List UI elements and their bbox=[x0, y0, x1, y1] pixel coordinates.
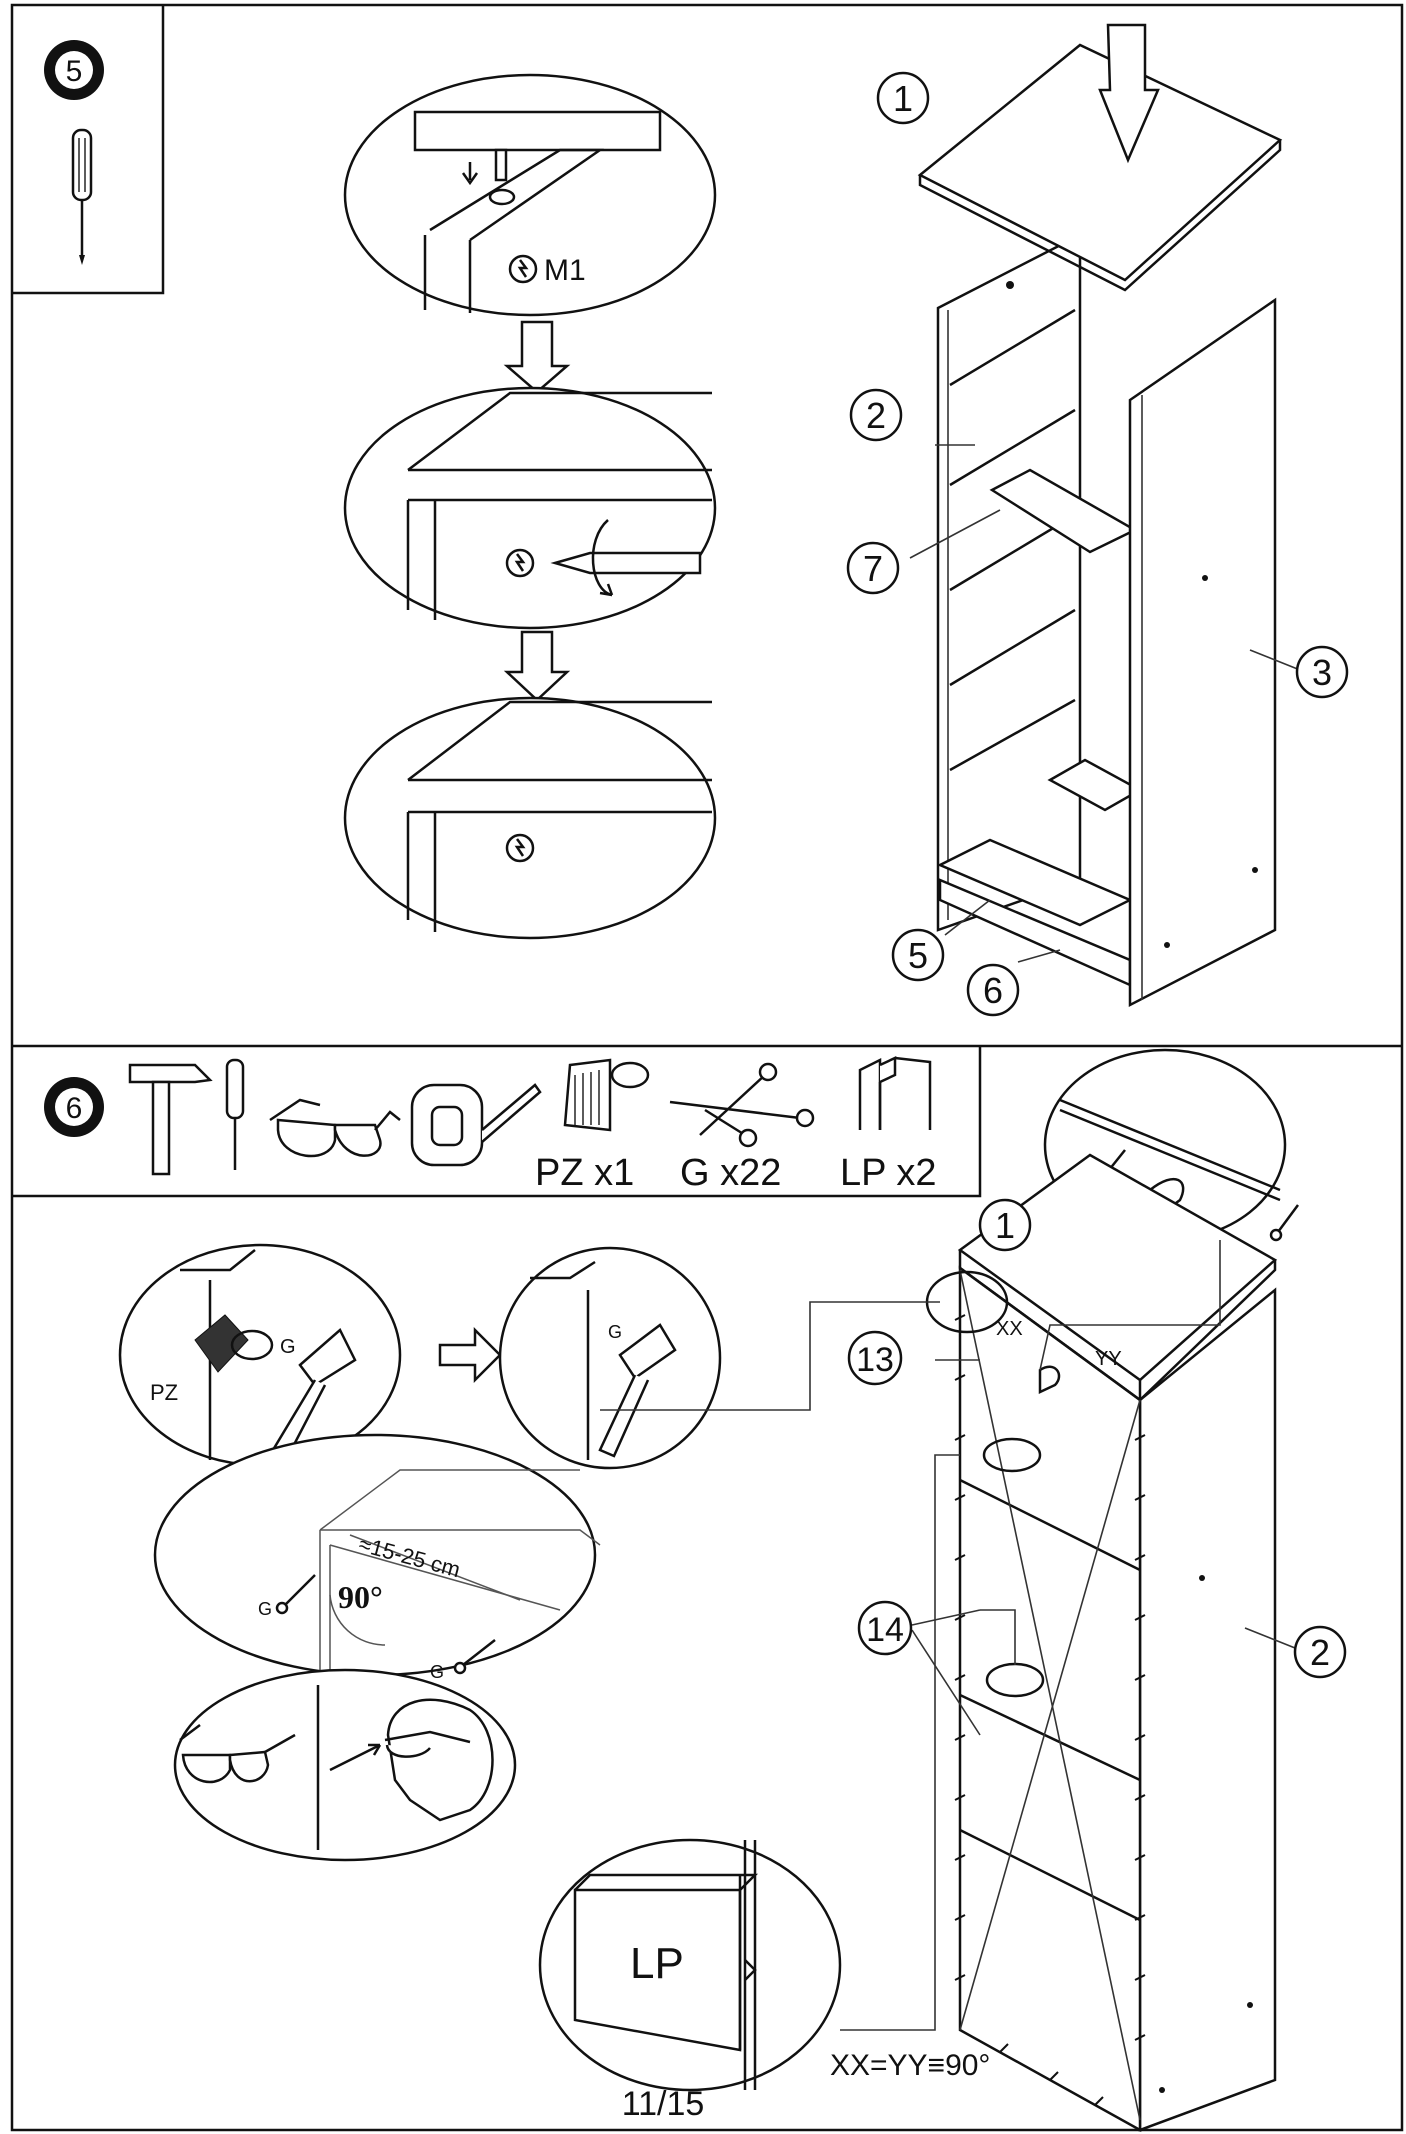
page-number: 11/15 bbox=[622, 2085, 705, 2123]
diagonal-label-yy: YY bbox=[1095, 1348, 1122, 1370]
arrow-right-icon bbox=[438, 1326, 502, 1384]
nail-punch-icon bbox=[563, 1058, 650, 1132]
detail-label-lp: LP bbox=[630, 1939, 684, 1988]
part-label-6: 6 bbox=[983, 970, 1003, 1011]
part-label-2: 2 bbox=[866, 395, 886, 436]
cabinet-step-5 bbox=[909, 23, 1301, 1008]
detail-label-g-4: G bbox=[430, 1662, 444, 1682]
arrow-down-icon bbox=[1098, 23, 1160, 164]
cam-lock-detail-3 bbox=[343, 696, 717, 940]
diagonal-label-xx: XX bbox=[996, 1318, 1023, 1340]
drawer-runners bbox=[949, 308, 1076, 772]
part-label-1: 1 bbox=[893, 78, 913, 119]
nail-punch-detail: G PZ bbox=[118, 1243, 402, 1467]
detail-label-g: G bbox=[280, 1336, 296, 1358]
connector-clip-icon bbox=[858, 1056, 932, 1130]
tool-label-pz: PZ x1 bbox=[535, 1152, 634, 1194]
cam-lock-detail-1: M1 bbox=[343, 73, 717, 317]
fitting-label-m1: M1 bbox=[544, 254, 586, 287]
hammer-icon bbox=[128, 1063, 213, 1176]
cam-lock-detail-2 bbox=[343, 386, 717, 630]
part-label-1: 1 bbox=[995, 1205, 1015, 1246]
step-6-part-labels: 1 2 13 14 bbox=[847, 1198, 1347, 1679]
detail-label-pz: PZ bbox=[150, 1380, 178, 1405]
screwdriver-icon bbox=[71, 128, 93, 265]
angle-label: 90° bbox=[338, 1579, 383, 1615]
detail-label-g-2: G bbox=[608, 1322, 622, 1342]
safety-glasses-icon bbox=[269, 1098, 401, 1158]
part-label-2: 2 bbox=[1310, 1632, 1330, 1673]
step-5-badge: 5 bbox=[44, 40, 104, 100]
part-label-14: 14 bbox=[866, 1611, 904, 1649]
step-6-number: 6 bbox=[66, 1092, 83, 1125]
diagonal-labels: XX YY XX=YY≡90° bbox=[830, 1318, 1122, 2082]
nail-spacing-detail: ≈15-25 cm 90° G G bbox=[153, 1433, 601, 1682]
step-5-number: 5 bbox=[66, 55, 83, 88]
nails-icon bbox=[669, 1062, 815, 1148]
screwdriver-icon bbox=[225, 1058, 245, 1170]
page-frames bbox=[10, 3, 1404, 2132]
part-label-7: 7 bbox=[863, 548, 883, 589]
tool-label-g: G x22 bbox=[680, 1152, 781, 1194]
tool-label-lp: LP x2 bbox=[840, 1152, 936, 1194]
hammer-detail: G bbox=[498, 1246, 722, 1470]
step-6-badge: 6 bbox=[44, 1077, 104, 1137]
nail-marks bbox=[954, 1314, 1146, 2106]
part-label-3: 3 bbox=[1312, 652, 1332, 693]
diagonal-equation: XX=YY≡90° bbox=[830, 2049, 990, 2082]
step-6-tool-labels: PZ x1 G x22 LP x2 bbox=[535, 1152, 936, 1194]
arrow-down-icon bbox=[503, 630, 571, 702]
screwdriver-tip-icon bbox=[550, 519, 702, 597]
tape-measure-icon bbox=[410, 1083, 542, 1167]
cabinet-step-6 bbox=[600, 1153, 1301, 2133]
lp-connector-detail: LP bbox=[538, 1838, 842, 2092]
step-5-part-labels: 1 2 3 5 6 7 bbox=[846, 71, 1349, 1017]
detail-label-g-3: G bbox=[258, 1599, 272, 1619]
part-label-5: 5 bbox=[908, 935, 928, 976]
eye-check-detail bbox=[173, 1668, 517, 1862]
cam-lock-icon bbox=[508, 254, 538, 284]
part-label-13: 13 bbox=[856, 1341, 894, 1379]
arrow-down-icon bbox=[503, 320, 571, 394]
